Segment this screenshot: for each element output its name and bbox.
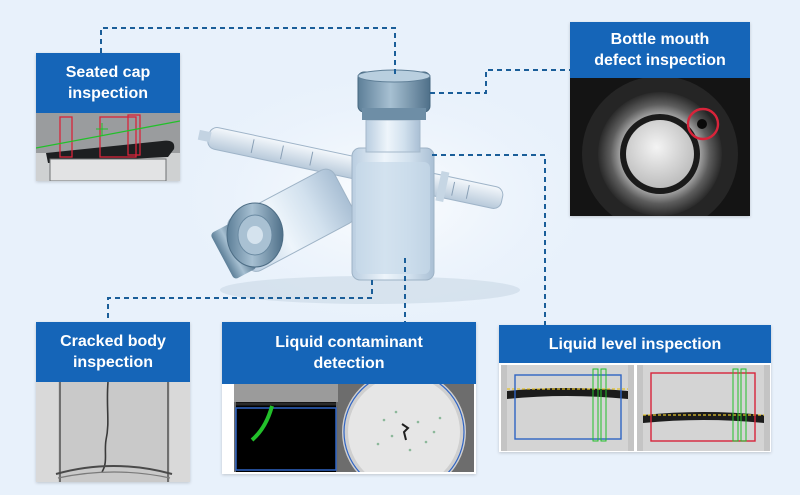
bottle-mouth-title-line2: defect inspection xyxy=(594,52,726,69)
liquid-contaminant-panel: Liquid contaminant detection xyxy=(222,322,476,474)
cracked-body-title: Cracked body inspection xyxy=(36,322,190,382)
cracked-body-title-line1: Cracked body xyxy=(60,333,166,350)
bottle-mouth-title: Bottle mouth defect inspection xyxy=(570,22,750,78)
liquid-level-title: Liquid level inspection xyxy=(499,325,771,363)
liquid-contaminant-image-left xyxy=(234,384,338,472)
bottle-mouth-image xyxy=(570,78,750,216)
liquid-level-title-line1: Liquid level inspection xyxy=(548,335,722,353)
seated-cap-panel: Seated cap inspection xyxy=(36,53,180,181)
cracked-body-panel: Cracked body inspection xyxy=(36,322,190,482)
seated-cap-title: Seated cap inspection xyxy=(36,53,180,113)
bottle-mouth-title-line1: Bottle mouth xyxy=(610,31,710,48)
liquid-contaminant-image-right xyxy=(338,384,474,472)
cracked-body-image xyxy=(36,382,190,482)
seated-cap-title-line2: inspection xyxy=(67,85,148,102)
liquid-contaminant-title: Liquid contaminant detection xyxy=(222,322,476,384)
seated-cap-title-line1: Seated cap xyxy=(65,64,151,81)
liquid-level-panel: Liquid level inspection xyxy=(499,325,771,452)
bottle-mouth-panel: Bottle mouth defect inspection xyxy=(570,22,750,216)
cracked-body-title-line2: inspection xyxy=(72,354,153,371)
liquid-contaminant-title-line1: Liquid contaminant xyxy=(275,334,423,351)
liquid-level-image-right xyxy=(637,365,770,451)
liquid-contaminant-title-line2: detection xyxy=(313,355,385,372)
seated-cap-image xyxy=(36,113,180,181)
liquid-level-image-left xyxy=(501,365,634,451)
